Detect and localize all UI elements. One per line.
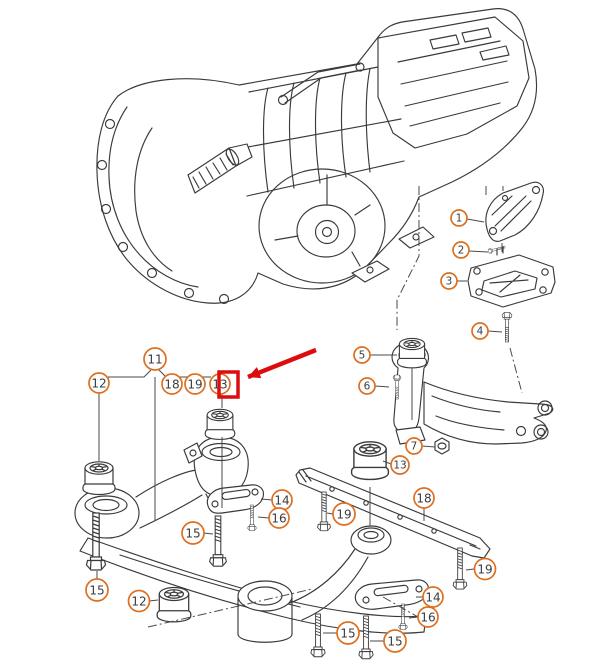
callout-16-bottom[interactable]: 16 — [417, 606, 439, 628]
bushing-part-13-left — [204, 408, 236, 440]
callout-7[interactable]: 7 — [405, 437, 423, 455]
bracket-part-14-bottom — [354, 579, 430, 610]
bushing-part-12-top — [82, 461, 116, 496]
transmission-drawing — [96, 8, 538, 305]
svg-text:5: 5 — [359, 350, 366, 362]
bolt-part-15-mid — [209, 515, 227, 567]
svg-text:14: 14 — [425, 591, 440, 605]
svg-text:12: 12 — [91, 377, 106, 391]
svg-text:18: 18 — [416, 492, 431, 506]
bracket-part-14-left — [206, 484, 265, 514]
svg-text:11: 11 — [147, 353, 162, 367]
callout-15-bottom2[interactable]: 15 — [383, 629, 407, 653]
callout-13-right[interactable]: 13 — [390, 455, 410, 475]
callout-18-top[interactable]: 18 — [161, 373, 183, 395]
callout-14-left[interactable]: 14 — [271, 489, 293, 511]
callout-19-left[interactable]: 19 — [332, 502, 356, 526]
callout-19-top[interactable]: 19 — [184, 373, 206, 395]
callout-11[interactable]: 11 — [143, 347, 167, 371]
svg-text:3: 3 — [446, 276, 453, 288]
svg-text:15: 15 — [387, 635, 402, 649]
callout-18-right[interactable]: 18 — [413, 487, 435, 509]
callout-6[interactable]: 6 — [358, 377, 376, 395]
bushing-part-12-bottom — [156, 586, 192, 623]
callout-1[interactable]: 1 — [450, 209, 468, 227]
svg-text:2: 2 — [458, 245, 465, 257]
callout-12-bottom[interactable]: 12 — [127, 589, 151, 613]
bracket-part-1 — [485, 181, 544, 242]
svg-text:15: 15 — [340, 627, 355, 641]
svg-text:19: 19 — [477, 563, 492, 577]
svg-text:16: 16 — [420, 611, 435, 625]
subframe-drawing — [74, 436, 427, 643]
callout-12-top[interactable]: 12 — [88, 372, 110, 394]
bolt-part-19-left — [317, 491, 331, 532]
callout-15-mid[interactable]: 15 — [181, 521, 205, 545]
svg-text:19: 19 — [336, 508, 351, 522]
bushing-part-5 — [397, 337, 427, 369]
callout-4[interactable]: 4 — [471, 322, 489, 340]
callout-14-bottom[interactable]: 14 — [422, 586, 444, 608]
callout-15-left[interactable]: 15 — [85, 578, 109, 602]
callout-5[interactable]: 5 — [353, 346, 371, 364]
svg-text:15: 15 — [185, 527, 200, 541]
highlight-box[interactable] — [217, 370, 240, 399]
svg-text:16: 16 — [271, 512, 286, 526]
svg-text:18: 18 — [164, 378, 179, 392]
callout-16-left[interactable]: 16 — [268, 507, 290, 529]
callout-2[interactable]: 2 — [452, 241, 470, 259]
svg-text:19: 19 — [187, 378, 202, 392]
svg-text:15: 15 — [89, 584, 104, 598]
bolt-part-19-right — [452, 547, 468, 590]
nut-part-7 — [434, 437, 450, 455]
bushing-part-13-right — [350, 441, 390, 481]
svg-text:1: 1 — [456, 213, 463, 225]
svg-text:6: 6 — [364, 381, 371, 393]
callout-3[interactable]: 3 — [440, 272, 458, 290]
mount-part-3 — [467, 246, 556, 308]
bolt-part-4 — [501, 312, 513, 343]
highlight-annotation — [217, 347, 317, 399]
output-shaft — [187, 143, 253, 194]
callout-15-bottom1[interactable]: 15 — [336, 621, 360, 645]
svg-text:13: 13 — [393, 460, 406, 472]
svg-text:7: 7 — [411, 441, 418, 453]
callout-19-right[interactable]: 19 — [473, 557, 497, 581]
svg-text:4: 4 — [477, 326, 484, 338]
highlight-arrow-icon — [247, 347, 317, 380]
svg-text:12: 12 — [131, 595, 146, 609]
svg-text:14: 14 — [274, 494, 289, 508]
